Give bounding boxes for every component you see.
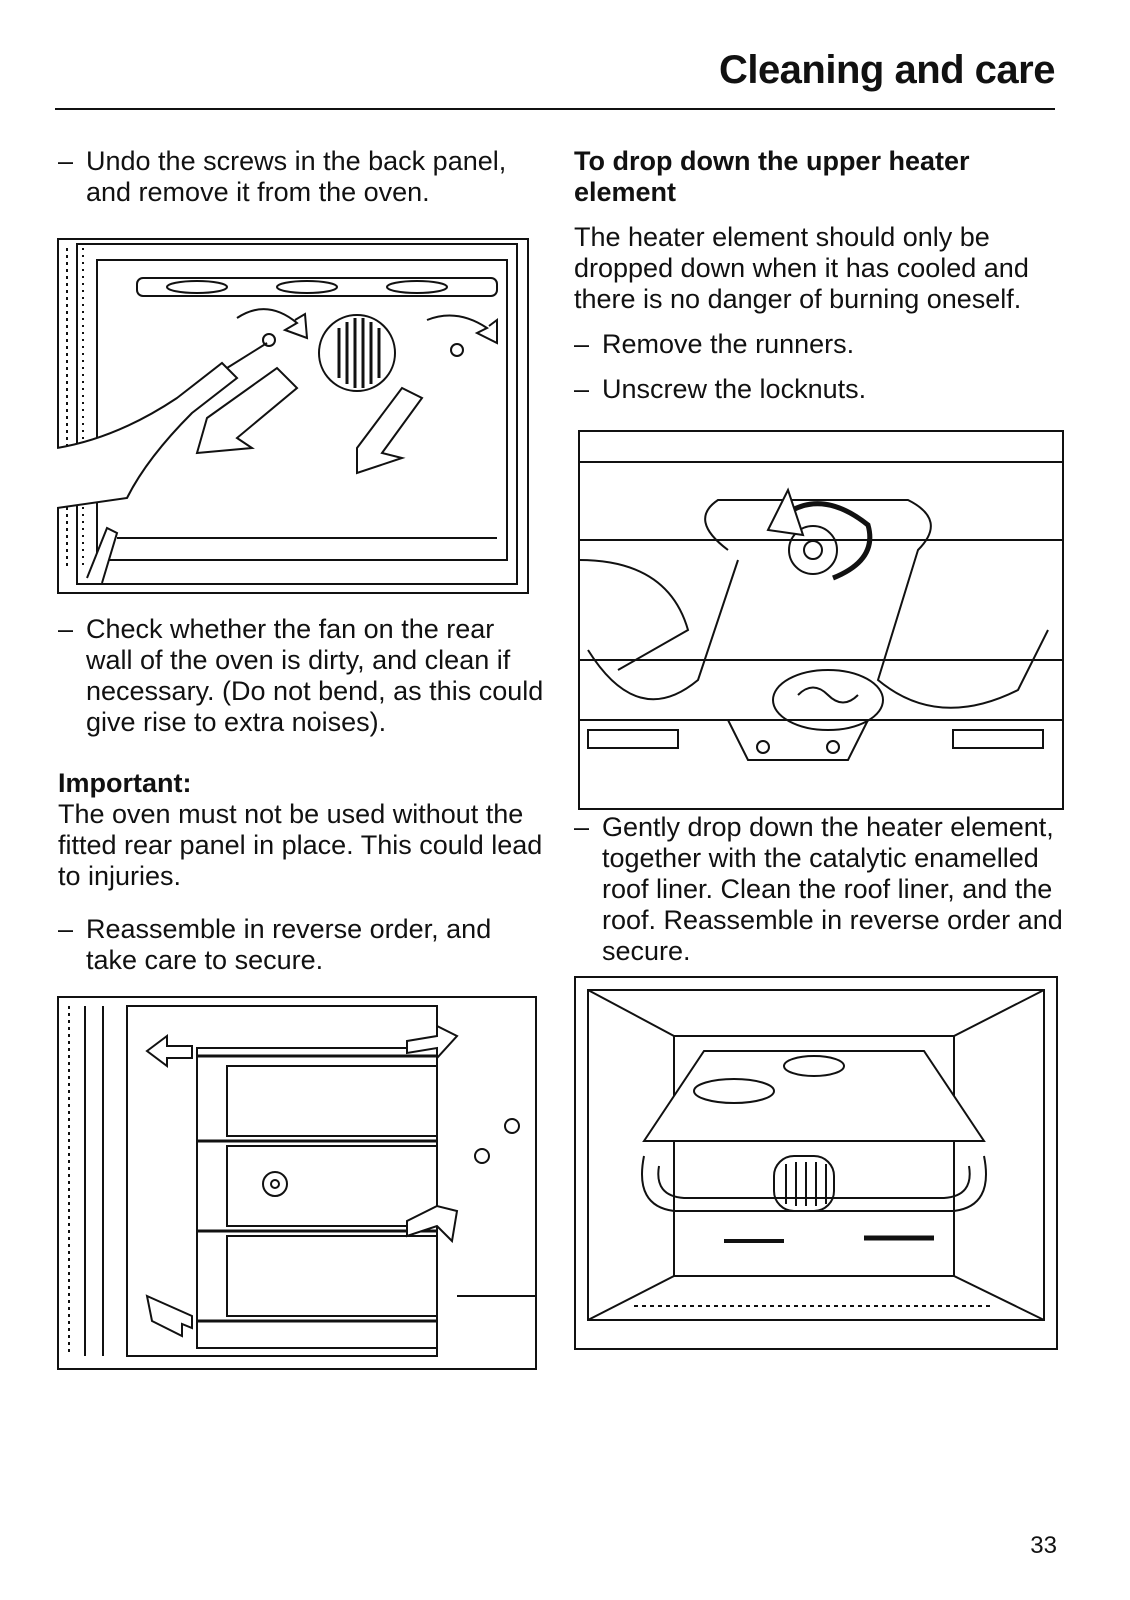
step-text: Undo the screws in the back panel, and r… [86, 146, 507, 207]
important-text: The oven must not be used without the fi… [58, 799, 543, 891]
step-text: Remove the runners. [602, 329, 855, 359]
bullet-dash: – [574, 374, 590, 404]
important-heading: Important: [58, 768, 192, 798]
step-check-fan: –Check whether the fan on the rear wall … [58, 614, 548, 738]
drop-heater-section: To drop down the upper heater element Th… [574, 146, 1064, 405]
bullet-dash: – [58, 914, 74, 944]
section-intro: The heater element should only be droppe… [574, 222, 1029, 314]
page-title: Cleaning and care [718, 48, 1056, 92]
header-divider [55, 108, 1055, 110]
step-text: Gently drop down the heater element, tog… [602, 812, 1063, 966]
section-heading: To drop down the upper heater element [574, 146, 970, 207]
step-reassemble: –Reassemble in reverse order, and take c… [58, 914, 548, 976]
runner-removal-illustration [57, 996, 537, 1370]
bullet-dash: – [574, 812, 590, 842]
step-remove-back-panel: –Undo the screws in the back panel, and … [58, 146, 548, 208]
step-text: Check whether the fan on the rear wall o… [86, 614, 544, 737]
step-text: Reassemble in reverse order, and take ca… [86, 914, 492, 975]
bullet-dash: – [574, 329, 590, 359]
important-note: Important: The oven must not be used wit… [58, 768, 548, 892]
bullet-dash: – [58, 614, 74, 644]
page-number: 33 [1030, 1532, 1057, 1559]
step-text: Unscrew the locknuts. [602, 374, 867, 404]
back-panel-removal-illustration [57, 238, 529, 594]
step-drop-heater: –Gently drop down the heater element, to… [574, 812, 1064, 967]
heater-locknut-illustration [578, 430, 1064, 810]
bullet-dash: – [58, 146, 74, 176]
dropped-heater-illustration [574, 976, 1058, 1350]
